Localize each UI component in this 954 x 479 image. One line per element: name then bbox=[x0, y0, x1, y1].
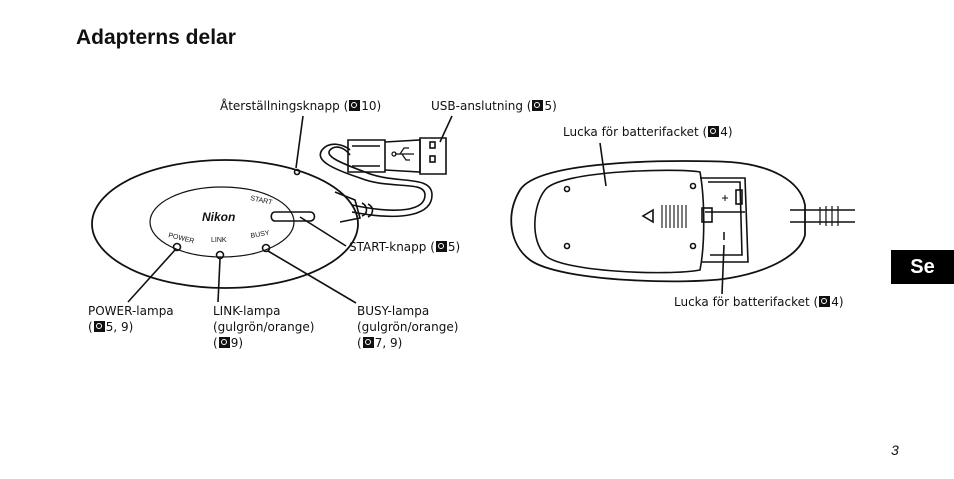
power-lamp bbox=[172, 242, 182, 252]
page-number: 3 bbox=[891, 442, 899, 458]
grip-ridges bbox=[661, 205, 687, 228]
page-title: Adapterns delar bbox=[76, 26, 236, 49]
page-ref-icon bbox=[532, 100, 544, 111]
usb-symbol-icon bbox=[391, 147, 414, 161]
busy-label: BUSY bbox=[250, 230, 270, 240]
callout-reset-button: Återställningsknapp (10) bbox=[220, 99, 382, 113]
page-ref-icon bbox=[349, 100, 361, 111]
start-button-shape bbox=[270, 211, 316, 222]
page-ref-icon bbox=[435, 241, 447, 252]
callout-start-button: START-knapp (5) bbox=[349, 240, 461, 254]
adapter-body-top bbox=[91, 159, 359, 289]
callout-power-lamp: POWER-lampa (5, 9) bbox=[88, 304, 174, 334]
page-ref-icon bbox=[819, 296, 831, 307]
page-ref-icon bbox=[218, 337, 230, 348]
cable-strain-relief bbox=[334, 191, 362, 223]
battery-cover-plate bbox=[534, 169, 705, 274]
adapter-body-bottom bbox=[510, 160, 806, 283]
section-tab: Se bbox=[891, 250, 954, 284]
callout-battery-cover-bottom: Lucka för batterifacket (4) bbox=[674, 295, 844, 309]
callout-battery-cover-top: Lucka för batterifacket (4) bbox=[563, 125, 733, 139]
link-lamp bbox=[215, 250, 225, 260]
usb-plug-body bbox=[347, 139, 386, 173]
page-ref-icon bbox=[362, 337, 374, 348]
busy-lamp bbox=[261, 243, 271, 253]
adapter-top-panel bbox=[149, 186, 295, 258]
page-ref-icon bbox=[708, 126, 720, 137]
usb-plug-tip bbox=[419, 137, 447, 175]
power-label: POWER bbox=[168, 232, 195, 245]
start-label: START bbox=[250, 195, 274, 207]
callout-link-lamp: LINK-lampa (gulgrön/orange) (9) bbox=[213, 304, 315, 350]
slide-arrow-icon bbox=[641, 208, 654, 224]
battery-compartment bbox=[700, 177, 749, 263]
reset-button-hole bbox=[293, 168, 301, 176]
usb-cable bbox=[319, 143, 426, 211]
page-ref-icon bbox=[93, 321, 105, 332]
callout-busy-lamp: BUSY-lampa (gulgrön/orange) (7, 9) bbox=[357, 304, 459, 350]
callout-usb-connector: USB-anslutning (5) bbox=[431, 99, 557, 113]
link-label: LINK bbox=[211, 237, 227, 244]
brand-logo-text: Nikon bbox=[202, 210, 235, 224]
